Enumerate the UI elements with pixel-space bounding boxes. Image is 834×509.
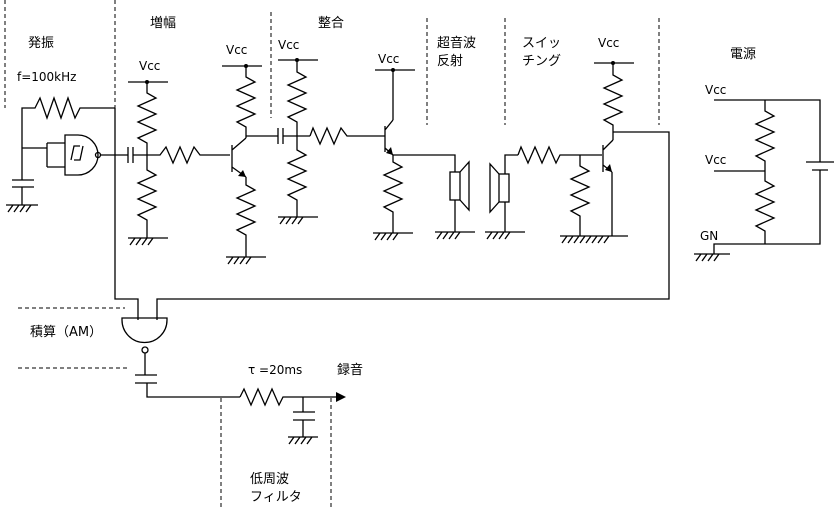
label-lowpass-2: フィルタ: [250, 490, 302, 505]
base-resistor: [517, 145, 602, 165]
label-amplifier: 増幅: [150, 16, 176, 31]
label-switching-2: チング: [522, 54, 561, 69]
collector-resistor: [602, 63, 624, 140]
emitter-arrow-icon: [386, 147, 393, 155]
lowpass-filter-circuit: [239, 387, 346, 445]
nand-gate-multiplier: [121, 317, 168, 344]
ultrasonic-transducers: [435, 154, 525, 240]
vcc-label-switch: Vcc: [598, 36, 619, 50]
vcc-label-power-top: Vcc: [705, 83, 726, 97]
vcc-label-power-mid: Vcc: [705, 153, 726, 167]
battery-icon: [806, 161, 834, 171]
ground-icon: [694, 253, 730, 262]
timing-capacitor: [12, 148, 34, 205]
multiplier-circuit: [121, 317, 240, 398]
section-dividers: [4, 0, 660, 509]
output-arrow-icon: [336, 392, 346, 402]
schmitt-nand-gate: [64, 134, 99, 176]
label-frequency: f=100kHz: [17, 70, 76, 84]
base-ground-resistor: [569, 155, 591, 236]
filter-resistor: [239, 387, 336, 407]
npn-transistor: [231, 137, 247, 178]
feedback-resistor: [21, 96, 115, 148]
gnd-label-power: GN: [700, 229, 718, 243]
emitter-arrow-icon: [238, 170, 246, 177]
coupling-capacitor: [277, 128, 310, 144]
ground-icon: [128, 237, 168, 246]
ground-icon: [226, 256, 266, 265]
coupling-capacitor: [127, 147, 147, 163]
vcc-top-rail: [714, 99, 821, 162]
label-ultrasonic-2: 反射: [437, 53, 463, 69]
ground-icon: [485, 231, 525, 240]
receiver-cone: [489, 162, 500, 214]
vcc-label-amp-bias: Vcc: [139, 59, 160, 73]
ground-rail: [713, 170, 821, 254]
gate-inverter-bubble: [141, 346, 149, 354]
gate-inputs: [46, 142, 65, 168]
ground-icon: [373, 232, 413, 241]
vcc-label-match-collector: Vcc: [378, 52, 399, 66]
schmitt-symbol-icon: [70, 145, 84, 161]
transmitter-cone: [459, 160, 470, 212]
base-resistor: [147, 145, 230, 165]
label-tau: τ =20ms: [248, 363, 302, 377]
wire-osc-to-multiplier: [114, 108, 139, 320]
emitter-resistor: [382, 155, 404, 233]
label-ultrasonic-1: 超音波: [437, 35, 476, 51]
collector-resistor: [235, 66, 257, 138]
bias-resistors: [286, 60, 308, 217]
label-recording: 録音: [337, 362, 363, 378]
ground-icon: [6, 204, 38, 213]
ground-icon: [278, 216, 318, 225]
divider-resistors: [754, 100, 776, 244]
ground-icon: [560, 235, 628, 244]
transmitter-speaker-icon: [449, 171, 461, 201]
label-matching: 整合: [318, 16, 344, 31]
label-oscillator: 発振: [28, 36, 54, 51]
wire: [504, 154, 518, 174]
label-power-supply: 電源: [730, 47, 756, 62]
ground-icon: [288, 436, 318, 445]
label-multiplier: 積算（AM）: [30, 325, 102, 340]
vcc-label-match-bias: Vcc: [278, 38, 299, 52]
label-switching-1: スイッ: [522, 36, 561, 51]
ground-icon: [435, 231, 475, 240]
receiver-microphone-icon: [498, 173, 510, 203]
base-resistor: [309, 126, 385, 146]
bias-resistors: [136, 82, 158, 238]
matching-circuit: [277, 58, 456, 241]
amplifier-circuit: [127, 64, 278, 265]
oscillator-circuit: [6, 96, 139, 320]
power-supply-circuit: [694, 99, 834, 262]
gate-inverter-bubble: [94, 151, 102, 159]
vcc-label-amp-collector: Vcc: [226, 43, 247, 57]
filter-capacitor: [293, 397, 315, 437]
wire-switch-to-multiplier: [156, 131, 670, 320]
emitter-resistor: [235, 177, 257, 257]
switching-circuit: [156, 61, 670, 320]
label-lowpass-1: 低周波: [250, 472, 289, 487]
wire: [393, 154, 456, 172]
dc-block-capacitor: [135, 353, 240, 398]
emitter-arrow-icon: [605, 164, 612, 172]
